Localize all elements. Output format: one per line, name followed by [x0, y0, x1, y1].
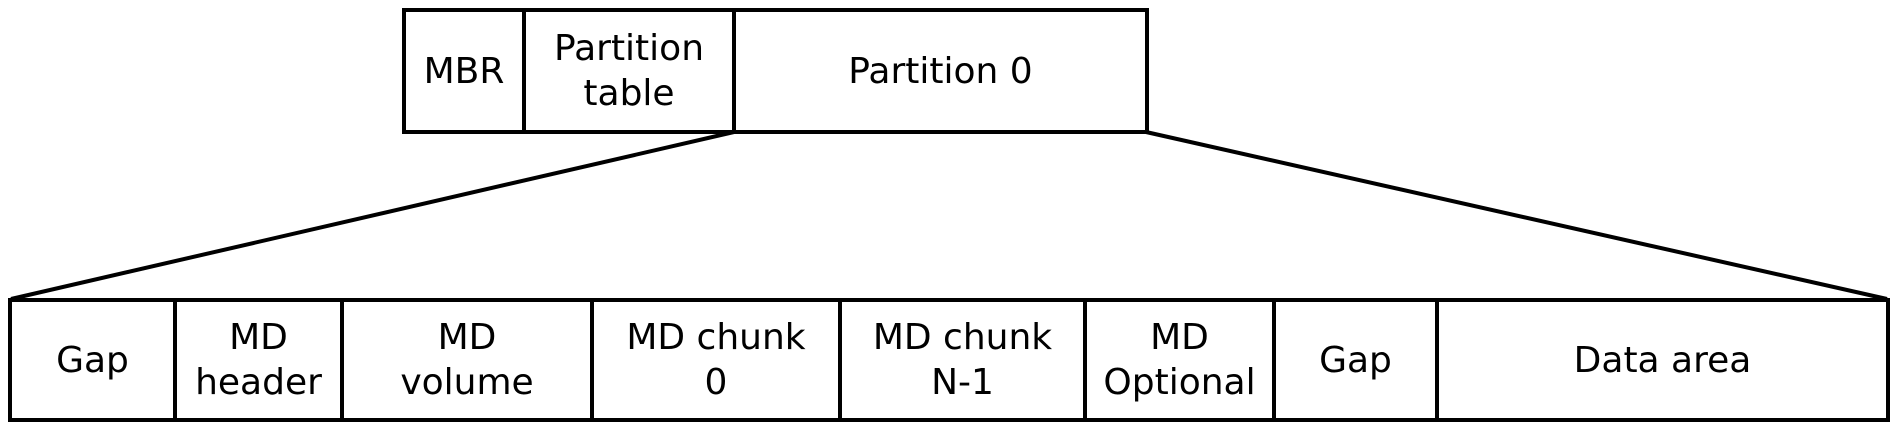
box-gap-right: Gap	[1272, 298, 1439, 422]
box-md-chunk-n-1: MD chunk N-1	[838, 298, 1087, 422]
box-gap-right-label: Gap	[1319, 339, 1392, 381]
box-gap-left: Gap	[8, 298, 177, 422]
box-partition-0-label: Partition 0	[848, 50, 1033, 92]
box-md-chunk-n-1-label: MD chunk N-1	[872, 317, 1053, 403]
box-md-chunk-0-label: MD chunk 0	[626, 317, 806, 403]
box-data-area: Data area	[1435, 298, 1890, 422]
box-md-volume: MD volume	[340, 298, 594, 422]
box-partition-0: Partition 0	[732, 8, 1149, 134]
box-md-optional: MD Optional	[1083, 298, 1276, 422]
expansion-line-left	[10, 130, 735, 301]
box-data-area-label: Data area	[1573, 339, 1752, 381]
box-md-header: MD header	[173, 298, 344, 422]
box-gap-left-label: Gap	[56, 339, 129, 381]
box-partition-table-label: Partition table	[553, 28, 705, 114]
box-partition-table: Partition table	[522, 8, 736, 134]
box-md-header-label: MD header	[195, 317, 322, 403]
box-md-chunk-0: MD chunk 0	[590, 298, 842, 422]
expansion-line-right	[1145, 130, 1888, 301]
box-mbr: MBR	[402, 8, 526, 134]
box-mbr-label: MBR	[423, 50, 505, 92]
box-md-optional-label: MD Optional	[1103, 317, 1256, 403]
box-md-volume-label: MD volume	[400, 317, 534, 403]
